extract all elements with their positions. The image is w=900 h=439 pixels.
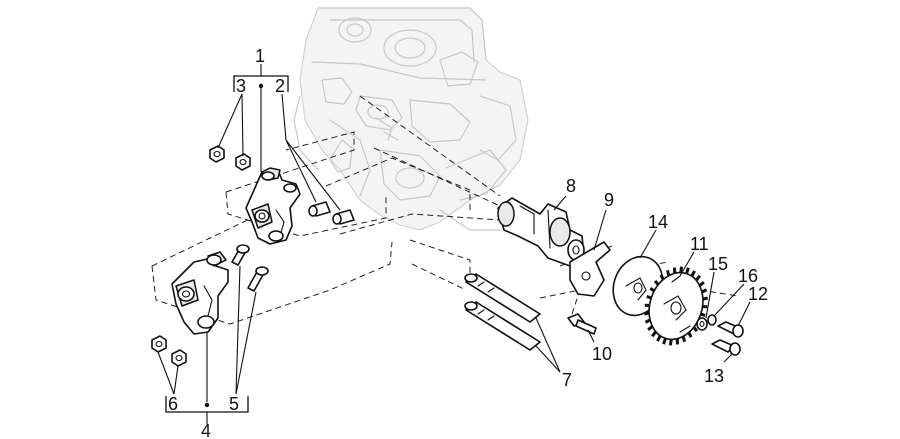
sprocket-tooth	[647, 325, 654, 332]
callout-8: 8	[566, 176, 576, 196]
sprocket-tooth	[644, 318, 651, 324]
valve-adjusters	[308, 201, 355, 225]
sprocket-tooth	[659, 274, 665, 281]
callout-5: 5	[229, 394, 239, 414]
sprocket-tooth	[701, 288, 708, 294]
sprocket-tooth	[690, 270, 696, 277]
callout-9: 9	[604, 190, 614, 210]
sprocket-tooth	[687, 331, 693, 338]
decompressor-plate	[569, 241, 611, 297]
callout-1: 1	[255, 46, 265, 66]
sprocket-tooth	[681, 335, 686, 343]
bolts-pair	[231, 244, 269, 292]
washer-16	[707, 314, 717, 326]
nut-lower-pair	[151, 335, 187, 367]
callout-3: 3	[236, 76, 246, 96]
leader-lines	[157, 64, 751, 424]
callout-13: 13	[704, 366, 724, 386]
camshaft	[497, 197, 585, 267]
cylinder-head-ghost	[293, 7, 529, 231]
callout-11: 11	[690, 234, 709, 254]
callout-14: 14	[648, 212, 668, 232]
callout-16: 16	[738, 266, 758, 286]
bolt-12	[717, 321, 744, 338]
callout-2: 2	[275, 76, 285, 96]
rocker-arm-lower	[171, 251, 229, 335]
callout-10: 10	[592, 344, 612, 364]
sprocket-tooth	[685, 267, 690, 275]
nut-upper-pair	[209, 145, 251, 171]
sprocket-tooth	[666, 269, 671, 277]
callout-4: 4	[201, 421, 211, 439]
sprocket-tooth	[695, 274, 702, 282]
sprocket-tooth	[668, 339, 673, 346]
callout-6: 6	[168, 394, 178, 414]
sprocket-tooth	[650, 330, 657, 338]
sprocket-tooth	[698, 280, 705, 287]
callout-15: 15	[708, 254, 728, 274]
rocker-arm-upper	[245, 167, 301, 245]
sprocket-tooth	[662, 337, 667, 345]
sprocket-tooth	[679, 266, 684, 273]
callout-7: 7	[562, 370, 572, 390]
callout-labels: 1 2 3 4 5 6 7 8 9 10 11 12 13 14 15 16	[168, 46, 768, 439]
timing-sprocket	[643, 266, 709, 346]
rocker-shafts	[464, 273, 541, 351]
callout-12: 12	[748, 284, 768, 304]
bolt-10	[567, 313, 597, 335]
bolt-13	[711, 339, 741, 356]
assembly-dashed-lines	[151, 95, 739, 325]
washer-15	[696, 317, 708, 331]
sprocket-tooth	[656, 335, 662, 342]
